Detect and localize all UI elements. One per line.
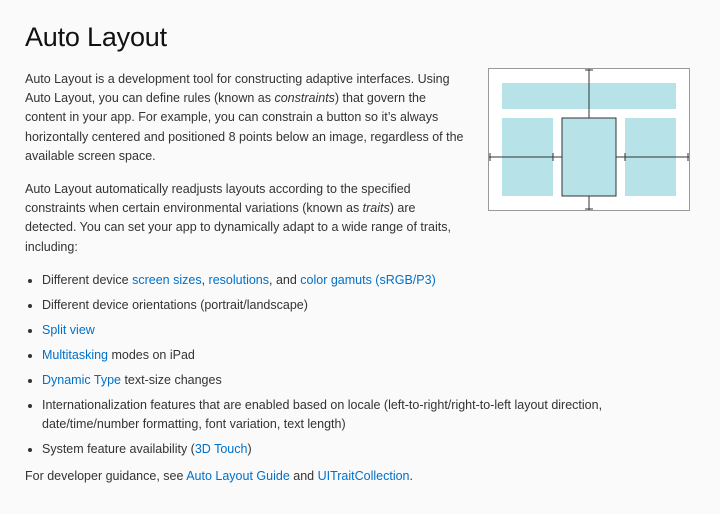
list-item-text: Different device orientations (portrait/… [42, 298, 308, 312]
split-view-link[interactable]: Split view [42, 323, 95, 337]
list-item: Dynamic Type text-size changes [42, 371, 642, 390]
traits-text-start: Auto Layout automatically readjusts layo… [25, 182, 411, 216]
intro-paragraph: Auto Layout is a development tool for co… [25, 70, 465, 166]
dynamic-type-link[interactable]: Dynamic Type [42, 373, 121, 387]
uitraitcollection-link[interactable]: UITraitCollection [317, 469, 410, 483]
multitasking-link[interactable]: Multitasking [42, 348, 108, 362]
list-item-text: text-size changes [120, 373, 222, 387]
footer-text: and [289, 469, 318, 483]
traits-emphasis: traits [362, 201, 390, 216]
diagram-center-block [561, 117, 617, 197]
3d-touch-link[interactable]: 3D Touch [194, 442, 248, 456]
intro-text-start: Auto Layout is a development tool for co… [25, 72, 450, 106]
traits-paragraph: Auto Layout automatically readjusts layo… [25, 180, 465, 257]
intro-text-end: ) that govern the content in your app. F… [25, 91, 464, 163]
page-title: Auto Layout [25, 22, 167, 52]
list-item: Different device orientations (portrait/… [42, 296, 642, 315]
resolutions-link[interactable]: resolutions [208, 273, 269, 287]
auto-layout-guide-link[interactable]: Auto Layout Guide [186, 469, 290, 483]
intro-emphasis-constraints: constraints [274, 91, 335, 106]
list-item-text: Internationalization features that are e… [42, 398, 603, 431]
traits-list: Different device screen sizes, resolutio… [25, 271, 642, 465]
list-item: Internationalization features that are e… [42, 396, 642, 434]
developer-guidance: For developer guidance, see Auto Layout … [25, 467, 625, 486]
list-item: Split view [42, 321, 642, 340]
list-item-separator: , [201, 273, 209, 287]
screen-sizes-link[interactable]: screen sizes [132, 273, 202, 287]
color-gamuts-link[interactable]: color gamuts (sRGB/P3) [300, 273, 436, 287]
list-item-text: Different device [42, 273, 133, 287]
list-item: System feature availability (3D Touch) [42, 440, 642, 459]
list-item-separator: , and [269, 273, 301, 287]
auto-layout-diagram [488, 68, 690, 211]
footer-text: For developer guidance, see [25, 469, 187, 483]
list-item-text: modes on iPad [108, 348, 195, 362]
traits-text-end: ) are detected. You can set your app to … [25, 201, 451, 254]
list-item: Multitasking modes on iPad [42, 346, 642, 365]
list-item-text: System feature availability ( [42, 442, 195, 456]
footer-text: . [409, 469, 413, 483]
list-item-text: ) [247, 442, 252, 456]
list-item: Different device screen sizes, resolutio… [42, 271, 642, 290]
